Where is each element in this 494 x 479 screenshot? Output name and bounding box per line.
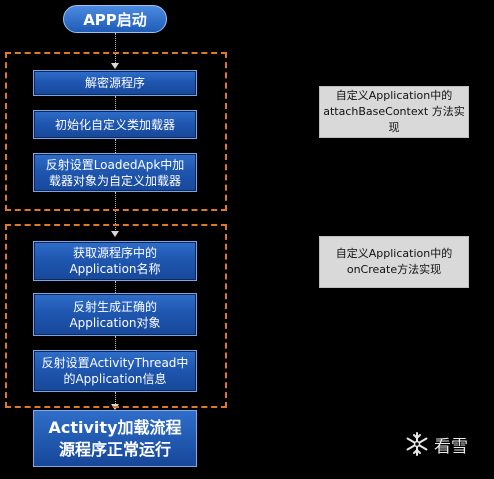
note-line2: attachBaseContext 方法实现	[323, 105, 465, 134]
watermark-logo: 看雪	[404, 431, 468, 457]
connector-line	[115, 281, 116, 293]
connector-line	[115, 33, 116, 63]
group-attach-base-context	[5, 52, 227, 211]
connector-line	[115, 336, 116, 350]
start-label: APP启动	[83, 10, 147, 29]
step-label: 初始化自定义类加载器	[54, 117, 175, 132]
logo-text: 看雪	[434, 436, 468, 457]
connector-line	[115, 192, 116, 232]
step-label-line1: 反射设置LoadedApk中加	[45, 157, 185, 172]
step-label-line1: 反射生成正确的	[72, 299, 157, 314]
final-node: Activity加载流程 源程序正常运行	[33, 410, 197, 467]
note-line1: 自定义Application中的	[335, 247, 453, 260]
step-get-app-name: 获取源程序中的 Application名称	[33, 241, 197, 281]
connector-arrow	[111, 63, 119, 69]
step-create-app-object: 反射生成正确的 Application对象	[33, 293, 197, 336]
step-decrypt-source: 解密源程序	[33, 70, 197, 96]
group-oncreate	[5, 224, 227, 408]
step-label-line1: 获取源程序中的	[72, 246, 157, 260]
connector-arrow	[111, 231, 119, 237]
step-label: 解密源程序	[84, 76, 145, 90]
note-attach-base-context: 自定义Application中的 attachBaseContext 方法实现	[319, 86, 469, 138]
step-set-loadedapk: 反射设置LoadedApk中加 载器对象为自定义加载器	[33, 153, 197, 192]
note-oncreate: 自定义Application中的 onCreate方法实现	[319, 236, 469, 288]
snowflake-icon	[406, 432, 428, 456]
step-label-line2: 载器对象为自定义加载器	[48, 173, 181, 188]
note-line2: onCreate方法实现	[346, 263, 442, 276]
connector-line	[115, 139, 116, 153]
step-label-line2: 的Application信息	[63, 372, 167, 386]
step-label-line1: 反射设置ActivityThread中	[41, 356, 189, 370]
start-node: APP启动	[63, 5, 167, 33]
note-line1: 自定义Application中的	[335, 89, 453, 102]
step-label-line2: Application名称	[69, 262, 161, 276]
step-init-classloader: 初始化自定义类加载器	[33, 110, 197, 139]
step-label-line2: Application对象	[69, 315, 161, 330]
connector-line	[115, 392, 116, 406]
connector-line	[115, 96, 116, 110]
final-line2: 源程序正常运行	[58, 439, 171, 459]
step-set-activitythread: 反射设置ActivityThread中 的Application信息	[33, 350, 197, 392]
final-line1: Activity加载流程	[48, 417, 182, 437]
